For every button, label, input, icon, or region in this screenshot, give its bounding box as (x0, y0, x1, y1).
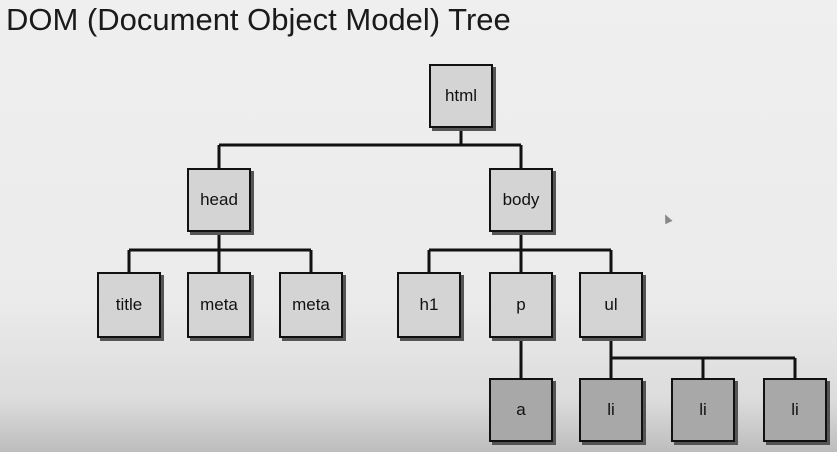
node-li-1: li (579, 378, 643, 442)
node-meta-2: meta (279, 272, 343, 338)
node-head: head (187, 168, 251, 232)
node-ul: ul (579, 272, 643, 338)
edge-html-children (217, 128, 523, 168)
edge-ul-children (609, 338, 797, 378)
node-title: title (97, 272, 161, 338)
edge-head-children (127, 232, 313, 272)
diagram-title: DOM (Document Object Model) Tree (6, 2, 511, 37)
node-html: html (429, 64, 493, 128)
node-li-3: li (763, 378, 827, 442)
node-a: a (489, 378, 553, 442)
node-h1: h1 (397, 272, 461, 338)
edge-body-children (427, 232, 613, 272)
node-meta-1: meta (187, 272, 251, 338)
node-p: p (489, 272, 553, 338)
node-body: body (489, 168, 553, 232)
node-li-2: li (671, 378, 735, 442)
